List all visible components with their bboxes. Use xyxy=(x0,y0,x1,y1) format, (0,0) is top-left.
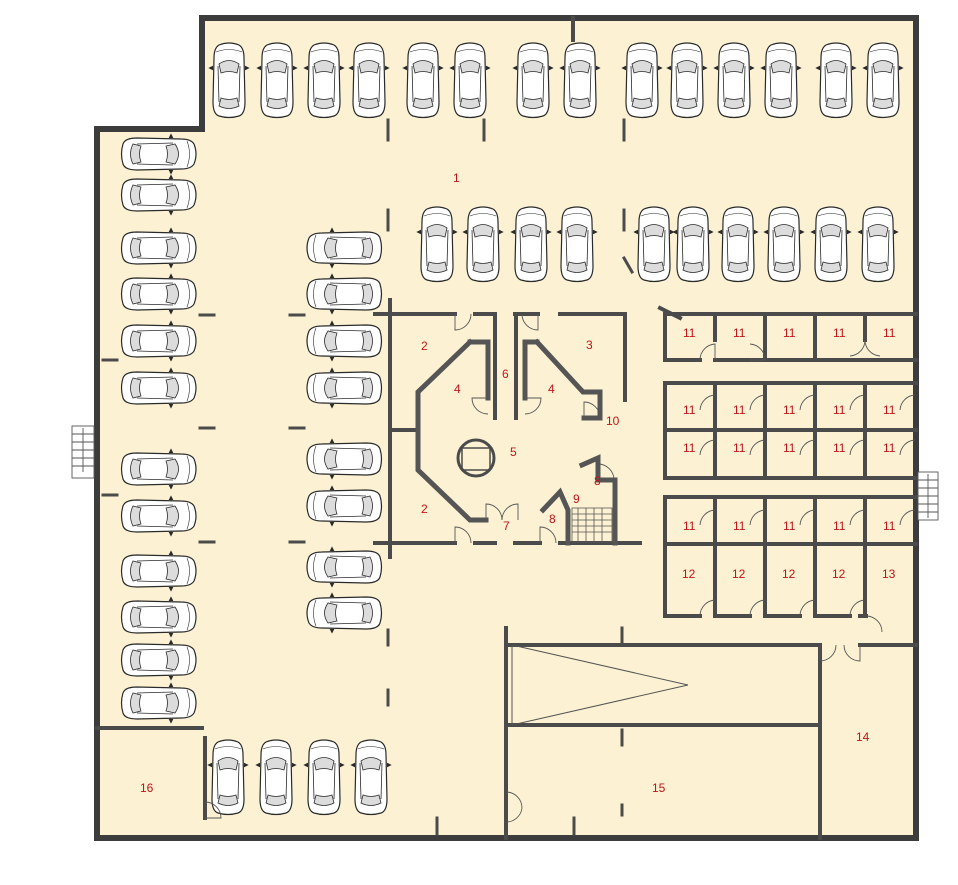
room-label-15: 15 xyxy=(652,781,666,795)
parking-car-icon xyxy=(713,42,755,119)
room-label-11: 11 xyxy=(833,403,846,417)
parking-car-icon xyxy=(672,206,714,283)
room-label-12: 12 xyxy=(782,567,796,581)
parking-car-icon xyxy=(120,448,197,490)
parking-car-icon xyxy=(306,273,383,315)
room-label-11: 11 xyxy=(833,519,846,533)
parking-car-icon xyxy=(633,206,675,283)
parking-car-icon xyxy=(512,42,554,119)
parking-car-icon xyxy=(810,206,852,283)
parking-car-icon xyxy=(120,639,197,681)
parking-car-icon xyxy=(510,206,552,283)
ramp-icon xyxy=(511,644,689,726)
room-label-11: 11 xyxy=(783,519,796,533)
parking-car-icon xyxy=(207,739,249,816)
parking-car-icon xyxy=(120,367,197,409)
parking-car-icon xyxy=(559,42,601,119)
room-label-11: 11 xyxy=(733,441,746,455)
parking-car-icon xyxy=(306,227,383,269)
parking-car-icon xyxy=(763,206,805,283)
room-label-11: 11 xyxy=(683,403,696,417)
room-label-11: 11 xyxy=(883,326,896,340)
parking-car-icon xyxy=(350,739,392,816)
room-label-11: 11 xyxy=(833,326,846,340)
parking-car-icon xyxy=(120,495,197,537)
room-label-11: 11 xyxy=(683,519,696,533)
interior-walls xyxy=(95,16,918,840)
parking-car-icon xyxy=(208,42,250,119)
parking-car-icon xyxy=(303,42,345,119)
room-label-12: 12 xyxy=(682,567,696,581)
room-label-8: 8 xyxy=(549,512,556,526)
parking-car-icon xyxy=(556,206,598,283)
room-labels: 1 2 2 3 4 4 5 6 7 8 8 9 10 11 11 11 11 1… xyxy=(140,171,896,795)
room-label-11: 11 xyxy=(783,326,796,340)
parking-car-icon xyxy=(120,320,197,362)
room-label-2: 2 xyxy=(421,502,428,516)
parking-car-icon xyxy=(760,42,802,119)
room-label-3: 3 xyxy=(586,338,593,352)
parking-car-icon xyxy=(621,42,663,119)
room-label-7: 7 xyxy=(503,519,510,533)
room-label-4: 4 xyxy=(548,382,555,396)
room-label-11: 11 xyxy=(783,441,796,455)
parking-car-icon xyxy=(256,42,298,119)
parking-car-icon xyxy=(120,682,197,724)
parking-car-icon xyxy=(120,174,197,216)
parking-car-icon xyxy=(348,42,390,119)
parking-car-icon xyxy=(120,550,197,592)
parking-car-icon xyxy=(857,206,899,283)
round-column xyxy=(456,438,496,478)
parking-car-icon xyxy=(120,596,197,638)
room-label-11: 11 xyxy=(833,441,846,455)
parking-car-icon xyxy=(815,42,857,119)
parking-car-icon xyxy=(120,273,197,315)
parking-car-icon xyxy=(449,42,491,119)
room-label-11: 11 xyxy=(733,403,746,417)
room-label-11: 11 xyxy=(883,519,896,533)
room-label-16: 16 xyxy=(140,781,154,795)
parking-car-icon xyxy=(303,739,345,816)
room-label-11: 11 xyxy=(783,403,796,417)
room-label-6: 6 xyxy=(502,367,509,381)
parking-car-icon xyxy=(416,206,458,283)
parking-car-icon xyxy=(306,485,383,527)
parking-car-icon xyxy=(306,367,383,409)
door-swing-icon xyxy=(204,313,916,823)
room-label-13: 13 xyxy=(882,567,896,581)
room-label-14: 14 xyxy=(856,730,870,744)
room-label-11: 11 xyxy=(733,519,746,533)
room-label-4: 4 xyxy=(454,382,461,396)
external-stair-left-icon xyxy=(71,425,95,479)
parking-car-icon xyxy=(306,438,383,480)
external-stair-right-icon xyxy=(917,471,939,521)
room-label-10: 10 xyxy=(606,414,620,428)
parking-car-icon xyxy=(306,546,383,588)
building-outline xyxy=(94,15,919,841)
parking-car-icon xyxy=(120,227,197,269)
room-label-11: 11 xyxy=(883,403,896,417)
staircase-icon xyxy=(571,507,613,543)
room-label-9: 9 xyxy=(573,492,580,506)
room-label-12: 12 xyxy=(732,567,746,581)
parking-car-icon xyxy=(306,592,383,634)
room-label-11: 11 xyxy=(883,441,896,455)
room-label-1: 1 xyxy=(453,171,460,185)
room-label-11: 11 xyxy=(683,441,696,455)
parking-car-icon xyxy=(862,42,904,119)
room-label-11: 11 xyxy=(683,326,696,340)
parking-car-icon xyxy=(717,206,759,283)
parking-car-icon xyxy=(120,133,197,175)
parking-car-icon xyxy=(255,739,297,816)
parking-car-icon xyxy=(666,42,708,119)
parking-car-icon xyxy=(462,206,504,283)
parking-car-icon xyxy=(402,42,444,119)
room-label-8: 8 xyxy=(594,474,601,488)
parking-car-icon xyxy=(306,320,383,362)
room-label-5: 5 xyxy=(510,445,517,459)
room-label-2: 2 xyxy=(421,339,428,353)
room-label-12: 12 xyxy=(832,567,846,581)
room-label-11: 11 xyxy=(733,326,746,340)
